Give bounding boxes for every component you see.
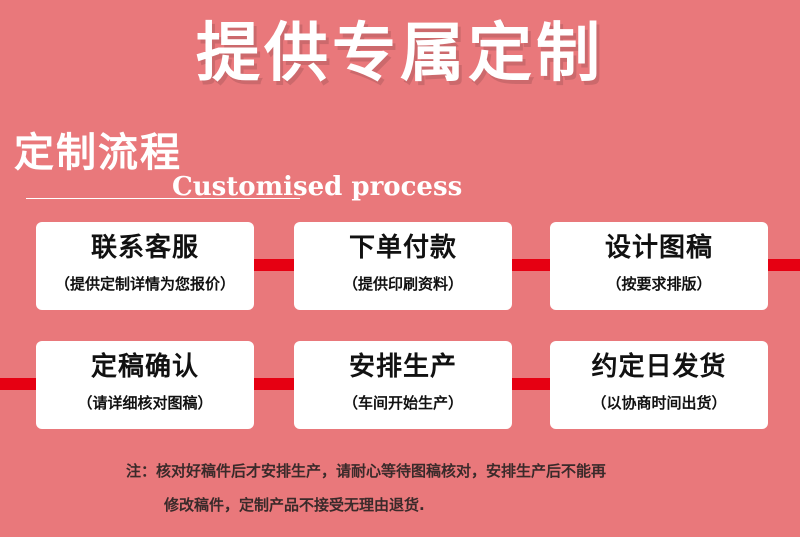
step-desc: （提供印刷资料） <box>342 275 463 293</box>
step-card-contact: 联系客服 （提供定制详情为您报价） <box>36 222 254 310</box>
notice-line-2: 修改稿件，定制产品不接受无理由退货. <box>164 496 425 514</box>
step-card-payment: 下单付款 （提供印刷资料） <box>294 222 512 310</box>
section-title: 定制流程 <box>14 130 182 176</box>
step-desc: （车间开始生产） <box>342 394 463 412</box>
notice-text: 注：核对好稿件后才安排生产，请耐心等待图稿核对，安排生产后不能再 修改稿件，定制… <box>126 454 746 522</box>
connector-line <box>252 259 296 271</box>
step-desc: （按要求排版） <box>606 275 712 293</box>
step-title: 联系客服 <box>90 233 199 263</box>
step-title: 下单付款 <box>348 233 457 263</box>
section-subtitle: Customised process <box>172 172 463 202</box>
step-desc: （提供定制详情为您报价） <box>54 275 235 293</box>
connector-line <box>510 378 552 390</box>
connector-line <box>252 378 296 390</box>
step-card-confirm: 定稿确认 （请详细核对图稿） <box>36 341 254 429</box>
connector-line <box>766 259 800 271</box>
step-title: 安排生产 <box>348 352 457 382</box>
step-title: 设计图稿 <box>604 233 713 263</box>
step-title: 定稿确认 <box>90 352 199 382</box>
step-card-shipping: 约定日发货 （以协商时间出货） <box>550 341 768 429</box>
connector-line <box>510 259 552 271</box>
step-title: 约定日发货 <box>591 352 727 382</box>
step-card-production: 安排生产 （车间开始生产） <box>294 341 512 429</box>
section-underline <box>26 198 300 199</box>
step-card-design: 设计图稿 （按要求排版） <box>550 222 768 310</box>
step-desc: （请详细核对图稿） <box>77 394 213 412</box>
connector-line <box>0 378 38 390</box>
page-title: 提供专属定制 <box>196 17 604 91</box>
notice-line-1: 注：核对好稿件后才安排生产，请耐心等待图稿核对，安排生产后不能再 <box>126 462 607 480</box>
step-desc: （以协商时间出货） <box>591 394 727 412</box>
